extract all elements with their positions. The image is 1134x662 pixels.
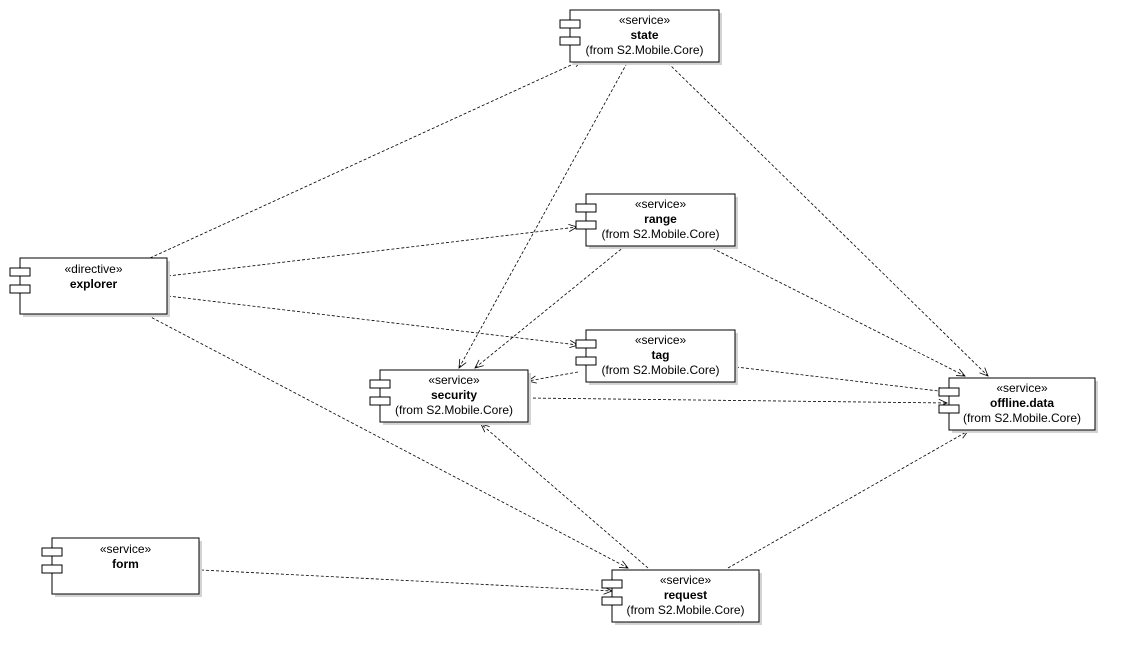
component-from-package: (from S2.Mobile.Core) [601, 363, 719, 377]
dependency-explorer-to-state [149, 59, 583, 259]
component-port-icon [938, 404, 960, 414]
dependency-line [527, 371, 579, 382]
component-name: form [112, 557, 139, 571]
component-state[interactable]: «service»state(from S2.Mobile.Core) [559, 9, 722, 65]
dependency-arrowhead [480, 423, 490, 433]
component-stereotype: «service» [660, 573, 712, 587]
component-port-icon [41, 547, 63, 557]
component-port-icon [559, 19, 581, 29]
component-box[interactable] [379, 369, 529, 423]
dependency-line [527, 397, 948, 404]
dependency-edges [142, 59, 989, 595]
dependency-explorer-to-range [167, 223, 578, 277]
component-stereotype: «service» [100, 542, 152, 556]
component-name: offline.data [990, 396, 1054, 410]
component-box[interactable] [948, 377, 1096, 431]
component-port-icon [41, 564, 63, 574]
dependency-line [149, 59, 583, 259]
component-port-icon [575, 220, 597, 230]
component-box[interactable] [569, 9, 720, 63]
dependency-line [735, 366, 948, 393]
component-stereotype: «directive» [64, 262, 122, 276]
dependency-state-to-security [458, 62, 628, 369]
dependency-explorer-to-request [142, 312, 629, 569]
component-request[interactable]: «service»request(from S2.Mobile.Core) [601, 569, 762, 625]
component-from-package: (from S2.Mobile.Core) [963, 411, 1081, 425]
dependency-arrowhead [618, 560, 629, 569]
dependency-request-to-offline-data [727, 430, 969, 569]
dependency-arrowhead [979, 367, 989, 377]
component-port-icon [601, 579, 623, 589]
component-port-icon [601, 596, 623, 606]
component-offline-data[interactable]: «service»offline.data(from S2.Mobile.Cor… [938, 377, 1098, 433]
component-stereotype: «service» [996, 381, 1048, 395]
dependency-tag-to-offline-data [735, 366, 948, 396]
component-name: security [431, 388, 477, 402]
component-form[interactable]: «service»form [41, 537, 202, 597]
dependency-request-to-security [480, 423, 649, 569]
component-box[interactable] [585, 193, 736, 247]
component-port-icon [575, 356, 597, 366]
dependency-form-to-request [200, 569, 613, 595]
component-stereotype: «service» [635, 197, 687, 211]
component-name: request [664, 588, 707, 602]
component-port-icon [369, 396, 391, 406]
dependency-line [142, 312, 629, 569]
component-tag[interactable]: «service»tag(from S2.Mobile.Core) [575, 329, 738, 385]
dependency-arrowhead [474, 359, 484, 369]
component-box[interactable] [585, 329, 736, 383]
component-range[interactable]: «service»range(from S2.Mobile.Core) [575, 193, 738, 249]
dependency-range-to-offline-data [707, 245, 966, 377]
component-name: explorer [70, 277, 118, 291]
component-port-icon [575, 203, 597, 213]
dependency-range-to-security [474, 245, 626, 369]
dependency-arrowhead [458, 358, 467, 369]
component-box[interactable] [19, 257, 168, 315]
component-from-package: (from S2.Mobile.Core) [601, 227, 719, 241]
component-name: tag [652, 348, 670, 362]
dependency-line [167, 226, 578, 277]
dependency-line [200, 569, 613, 592]
dependency-line [458, 62, 628, 369]
component-security[interactable]: «service»security(from S2.Mobile.Core) [369, 369, 531, 425]
dependency-line [480, 423, 649, 569]
component-port-icon [559, 36, 581, 46]
component-stereotype: «service» [635, 333, 687, 347]
component-box[interactable] [611, 569, 760, 623]
component-nodes: «service»state(from S2.Mobile.Core)«serv… [9, 9, 1098, 625]
component-name: range [644, 212, 677, 226]
component-stereotype: «service» [619, 13, 671, 27]
component-stereotype: «service» [428, 373, 480, 387]
component-from-package: (from S2.Mobile.Core) [395, 403, 513, 417]
component-explorer[interactable]: «directive»explorer [9, 257, 170, 317]
dependency-tag-to-security [527, 371, 579, 384]
component-from-package: (from S2.Mobile.Core) [626, 603, 744, 617]
component-port-icon [9, 284, 31, 294]
component-from-package: (from S2.Mobile.Core) [585, 43, 703, 57]
dependency-security-to-offline-data [527, 397, 948, 407]
dependency-line [474, 245, 626, 369]
dependency-arrowhead [955, 368, 966, 377]
dependency-line [727, 430, 969, 569]
component-port-icon [938, 387, 960, 397]
dependency-line [707, 245, 966, 377]
dependency-state-to-offline-data [667, 62, 989, 377]
dependency-explorer-to-tag [167, 295, 579, 349]
component-port-icon [369, 379, 391, 389]
component-port-icon [575, 339, 597, 349]
dependency-line [167, 295, 579, 346]
component-name: state [630, 28, 658, 42]
component-port-icon [9, 267, 31, 277]
component-box[interactable] [51, 537, 200, 595]
